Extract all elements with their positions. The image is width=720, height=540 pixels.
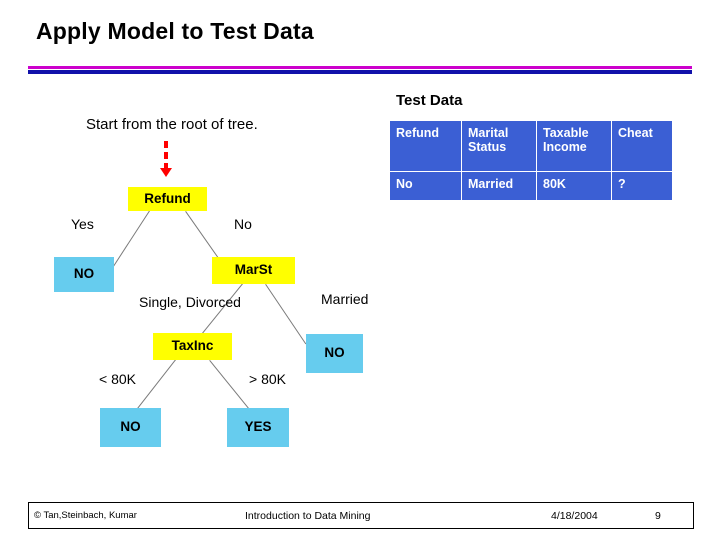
arrow-dash-3 (164, 163, 168, 169)
arrow-head-icon (160, 168, 172, 177)
cell-cheat: ? (611, 171, 673, 201)
divider-magenta (28, 66, 692, 69)
footer-copyright: © Tan,Steinbach, Kumar (34, 510, 137, 521)
header-marital-line2: Status (468, 140, 507, 154)
footer-bar (28, 502, 694, 529)
divider-blue (28, 70, 692, 74)
edge-label-yes: Yes (71, 216, 94, 232)
tree-node-marst[interactable]: MarSt (212, 257, 295, 284)
tree-node-no-bottom[interactable]: NO (100, 408, 161, 447)
arrow-dash-1 (164, 141, 168, 148)
edge-taxinc-to-yes (209, 360, 250, 409)
edge-label-single-divorced: Single, Divorced (139, 294, 241, 310)
test-data-label: Test Data (396, 92, 463, 109)
header-taxable-income: Taxable Income (536, 120, 612, 172)
header-cheat: Cheat (611, 120, 673, 172)
edge-label-no: No (234, 216, 252, 232)
table-row: No Married 80K ? (389, 171, 673, 201)
edge-taxinc-to-no (137, 359, 176, 409)
edge-marst-to-taxinc (198, 283, 243, 339)
cell-refund: No (389, 171, 462, 201)
edge-marst-to-no (265, 284, 307, 345)
header-income-line1: Taxable (543, 126, 589, 140)
arrow-dash-2 (164, 152, 168, 159)
footer-date: 4/18/2004 (551, 510, 598, 522)
cell-marital-status: Married (461, 171, 537, 201)
tree-node-yes-bottom[interactable]: YES (227, 408, 289, 447)
header-marital-line1: Marital (468, 126, 509, 140)
tree-node-no-right[interactable]: NO (306, 334, 363, 373)
header-marital-status: Marital Status (461, 120, 537, 172)
test-data-table: Refund Marital Status Taxable Income Che… (389, 120, 673, 201)
footer-page-number: 9 (655, 510, 661, 522)
table-header-row: Refund Marital Status Taxable Income Che… (389, 120, 673, 172)
tree-node-no-left[interactable]: NO (54, 257, 114, 292)
edge-label-married: Married (321, 291, 369, 307)
cell-taxable-income: 80K (536, 171, 612, 201)
start-instruction: Start from the root of tree. (86, 116, 258, 133)
tree-node-refund[interactable]: Refund (128, 187, 207, 211)
tree-node-taxinc[interactable]: TaxInc (153, 333, 232, 360)
header-refund: Refund (389, 120, 462, 172)
header-income-line2: Income (543, 140, 587, 154)
edge-label-gt-80k: > 80K (249, 371, 286, 387)
page-title: Apply Model to Test Data (36, 18, 314, 44)
footer-course: Introduction to Data Mining (245, 510, 371, 522)
edge-label-lt-80k: < 80K (99, 371, 136, 387)
